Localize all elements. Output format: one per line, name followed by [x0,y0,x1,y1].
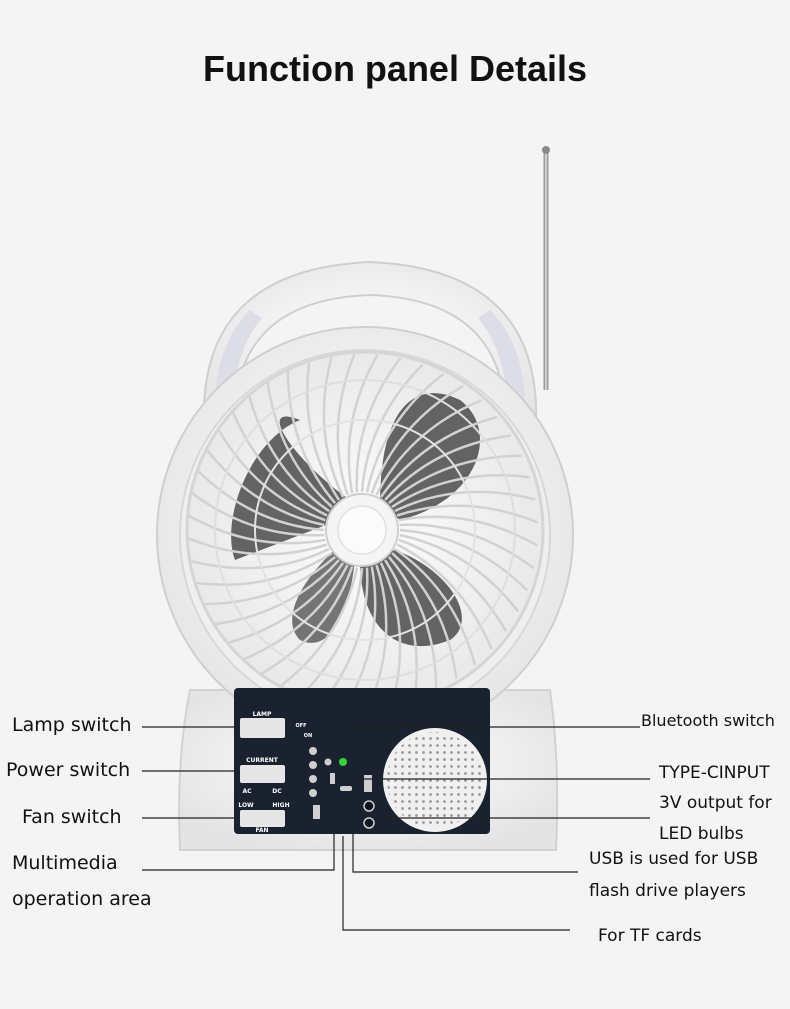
panel-current-text: CURRENT [246,757,279,764]
control-panel: LAMP OFF ON CURRENT AC DC LOW HIGH FAN [234,688,490,834]
grille-spoke [399,528,529,592]
panel-fan-text: FAN [255,827,268,834]
speaker-holes [387,732,483,828]
media-button-3[interactable] [309,775,317,783]
label-usb-line2: flash drive players [589,881,746,901]
grille-spoke [384,434,511,501]
type-c-port[interactable] [340,786,352,791]
grille-spoke [398,538,508,632]
label-tf-cards: For TF cards [598,926,702,946]
label-output-line2: LED bulbs [659,824,744,844]
grille-spoke [347,354,379,494]
dc-output-port-1[interactable] [363,800,375,812]
antenna [542,146,550,390]
grille-spoke [322,356,345,498]
panel-on-text: ON [304,733,312,739]
panel-lamp-text: LAMP [253,711,272,718]
grille-spoke [260,566,354,676]
power-slider-switch[interactable] [240,765,285,783]
grille-spoke [279,567,359,687]
grille-spoke [391,474,531,508]
fan-slider-switch[interactable] [240,810,285,827]
usb-port-left[interactable] [313,805,320,819]
usb-port[interactable] [364,775,372,792]
media-button-1[interactable] [309,747,317,755]
panel-dc-text: DC [272,788,282,795]
grille-spoke [375,399,482,496]
panel-ac-text: AC [242,788,252,795]
grille-spoke [391,552,458,679]
page-title: Function panel Details [202,48,588,89]
grille-spoke [399,523,535,570]
grille-spoke [394,547,477,666]
media-button-2[interactable] [309,761,317,769]
label-type-c-input: TYPE-CINPUT [659,763,770,783]
grille-spoke [379,562,402,704]
grille-spoke [394,490,536,513]
media-button-4[interactable] [309,789,317,797]
label-output-line1: 3V output for [659,793,772,813]
panel-low-text: LOW [238,802,254,809]
grille-spoke [322,567,369,703]
label-usb-line1: USB is used for USB [589,849,759,869]
grille-spoke [399,533,519,613]
grille-spoke [398,515,538,547]
grille-spoke [300,567,364,697]
tf-card-slot[interactable] [330,773,335,784]
dc-output-port-2[interactable] [363,817,375,829]
power-indicator-led [339,758,347,766]
label-power-switch: Power switch [6,759,131,781]
panel-high-text: HIGH [272,802,289,809]
grille-spoke [396,504,539,524]
bluetooth-button[interactable] [324,758,332,766]
grille-spoke [384,559,418,699]
grille-spoke [396,543,493,650]
grille-spoke [388,454,522,505]
label-bluetooth-switch: Bluetooth switch [641,711,775,730]
panel-off-text: OFF [295,723,306,729]
label-multimedia-line1: Multimedia [12,852,118,874]
grille-spoke [242,564,349,661]
grille-spoke [365,373,445,493]
fan-grille [185,350,545,710]
grille-spoke [306,361,340,501]
grille-spoke [355,357,402,493]
grille-spoke [336,353,356,496]
grille-spoke [379,415,498,498]
grille-spoke [370,384,464,494]
label-fan-switch: Fan switch [22,806,122,828]
lamp-slider-switch[interactable] [240,718,285,738]
label-lamp-switch: Lamp switch [12,714,132,736]
grille-spoke [360,363,424,493]
grille-spoke [387,556,438,690]
label-multimedia-line2: operation area [12,888,152,910]
